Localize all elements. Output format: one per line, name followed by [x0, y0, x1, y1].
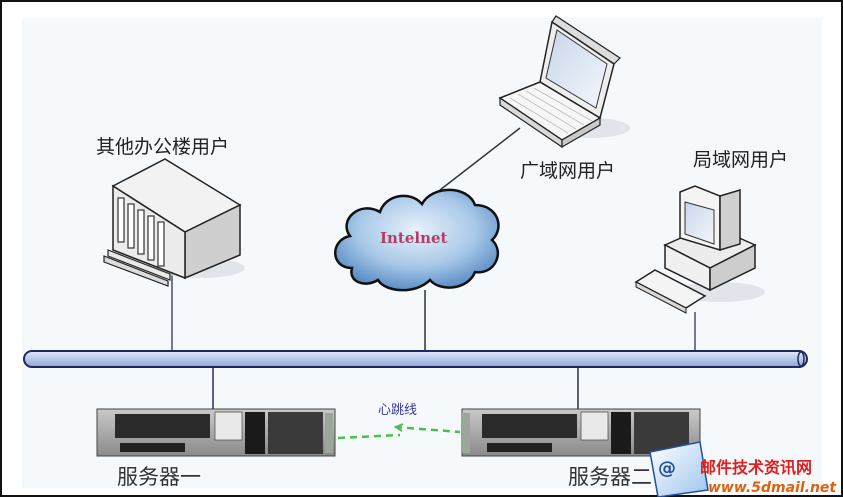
svg-text:@: @	[658, 458, 676, 479]
rack-server-icon	[96, 408, 336, 457]
heartbeat-label: 心跳线	[378, 403, 417, 418]
heartbeat-line	[337, 423, 461, 440]
server1-label: 服务器一	[117, 465, 201, 489]
laptop-icon	[498, 15, 630, 149]
desktop-computer-icon	[634, 185, 765, 314]
desktop-label: 局域网用户	[693, 149, 788, 171]
cloud-icon	[334, 188, 500, 292]
rack-server-icon	[461, 408, 701, 457]
watermark-logo: @	[649, 441, 709, 497]
connection-lines	[171, 127, 696, 410]
link-laptop-cloud	[439, 127, 521, 191]
server2-label: 服务器二	[568, 465, 652, 489]
building-label: 其他办公楼用户	[96, 136, 229, 158]
watermark-url: www.5dmail.net	[708, 480, 837, 496]
watermark-title: 邮件技术资讯网	[700, 458, 812, 477]
cloud-label: Intelnet	[380, 229, 448, 247]
lan-bus	[23, 350, 808, 368]
office-building-icon	[103, 158, 245, 287]
laptop-label: 广域网用户	[520, 160, 615, 182]
